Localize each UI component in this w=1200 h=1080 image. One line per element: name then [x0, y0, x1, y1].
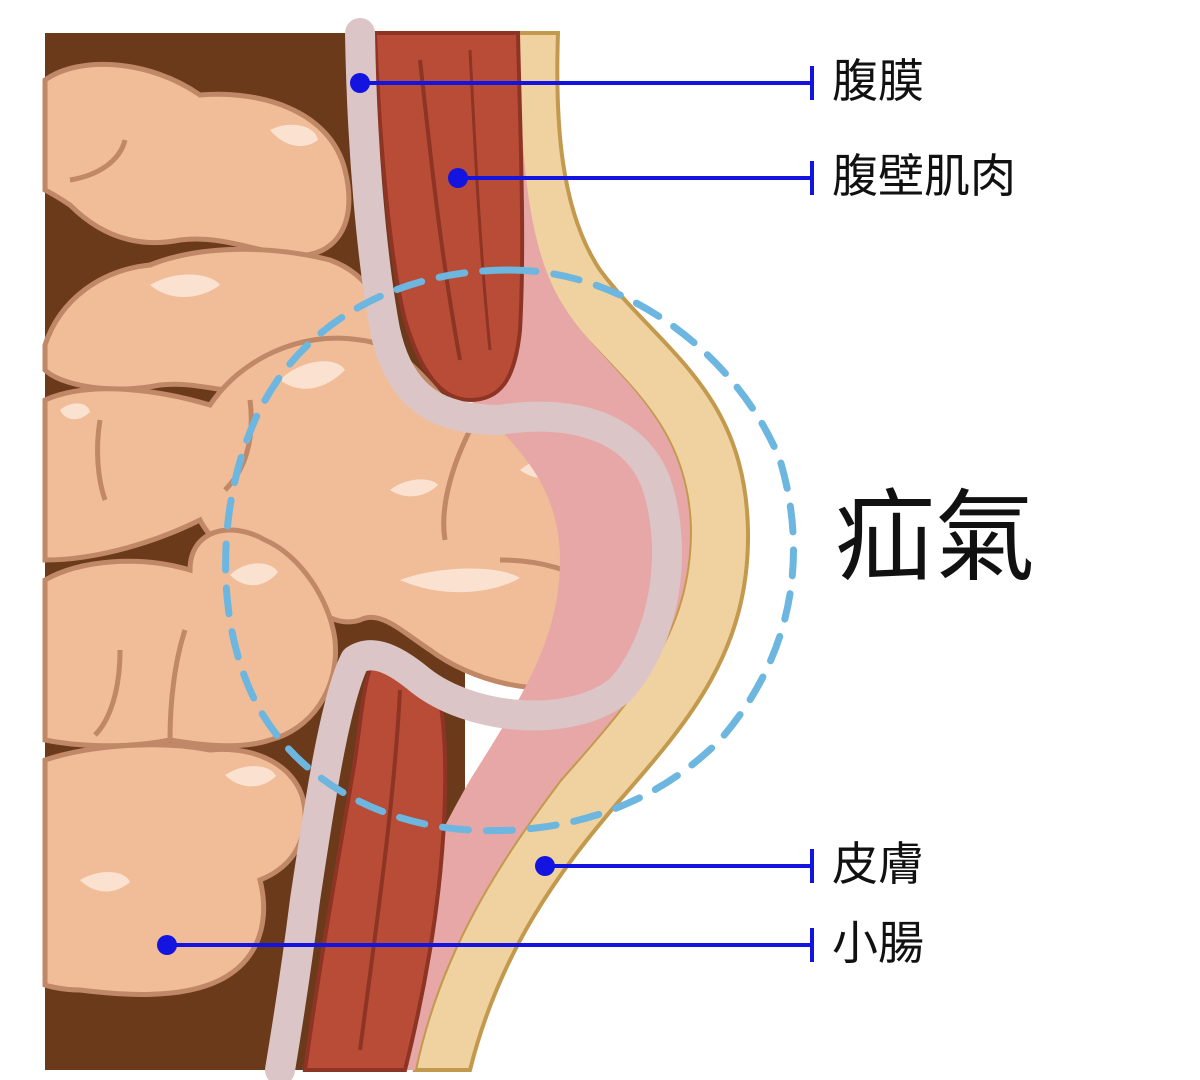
small-intestine-marker [157, 935, 177, 955]
leader-lines [157, 66, 814, 962]
intestine-loop-bottom [42, 742, 308, 997]
hernia-outline [222, 266, 797, 835]
skin-marker [535, 856, 555, 876]
diagram-title: 疝氣 [835, 479, 1035, 596]
peritoneum-marker [350, 73, 370, 93]
skin-label: 皮膚 [832, 837, 924, 891]
abdominal-muscle-label: 腹壁肌肉 [832, 149, 1016, 203]
small-intestine-label: 小腸 [832, 916, 924, 970]
abdominal-muscle-marker [448, 168, 468, 188]
peritoneum-label: 腹膜 [832, 54, 924, 108]
peritoneum-layer [265, 18, 683, 1080]
intestine-loop-lower [42, 527, 339, 749]
intestine-loop-top [42, 61, 352, 259]
